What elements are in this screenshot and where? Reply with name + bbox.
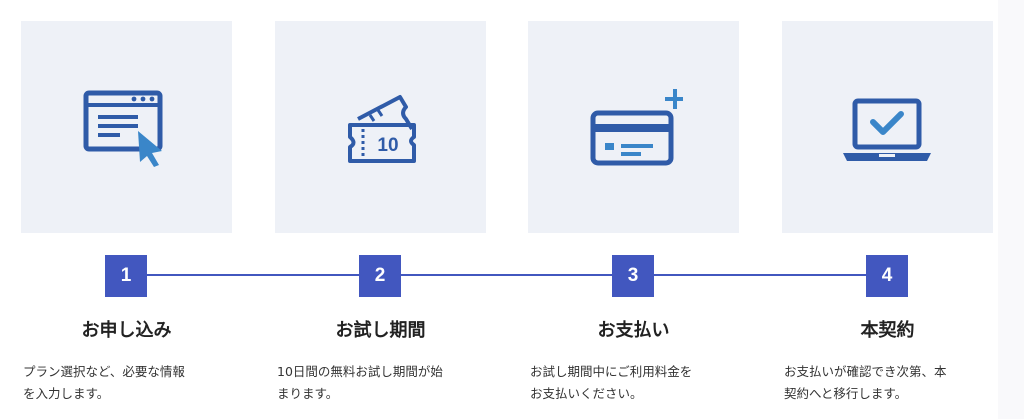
step-connector-line <box>126 274 886 276</box>
step-1: 1 お申し込み プラン選択など、必要な情報 を入力します。 <box>21 0 232 419</box>
step-title: お試し期間 <box>335 320 426 341</box>
browser-form-cursor-icon <box>83 90 163 167</box>
step-number-badge: 4 <box>866 255 908 297</box>
step-3: 3 お支払い お試し期間中にご利用料金を お支払いください。 <box>528 0 739 419</box>
ticket-number: 10 <box>377 135 398 156</box>
step-description: お支払いが確認でき次第、本 契約へと移行します。 <box>784 364 947 401</box>
step-description: お試し期間中にご利用料金を お支払いください。 <box>530 364 693 401</box>
step-number-badge: 3 <box>612 255 654 297</box>
step-1-illustration-card <box>21 21 232 233</box>
step-title: 本契約 <box>860 320 915 341</box>
step-description: プラン選択など、必要な情報 を入力します。 <box>23 364 185 401</box>
laptop-check-icon <box>843 98 931 161</box>
step-description: 10日間の無料お試し期間が始 まります。 <box>277 364 443 401</box>
ticket-10-icon: 10 <box>348 95 416 163</box>
step-title: お支払い <box>597 320 670 341</box>
step-number-badge: 2 <box>359 255 401 297</box>
step-4: 4 本契約 お支払いが確認でき次第、本 契約へと移行します。 <box>782 0 993 419</box>
page-right-edge <box>998 0 1024 419</box>
step-3-illustration-card <box>528 21 739 233</box>
step-2: 10 2 お試し期間 10日間の無料お試し期間が始 まります。 <box>275 0 486 419</box>
credit-card-plus-icon <box>590 89 683 166</box>
step-2-illustration-card: 10 <box>275 21 486 233</box>
step-number-badge: 1 <box>105 255 147 297</box>
step-4-illustration-card <box>782 21 993 233</box>
step-title: お申し込み <box>81 320 172 341</box>
